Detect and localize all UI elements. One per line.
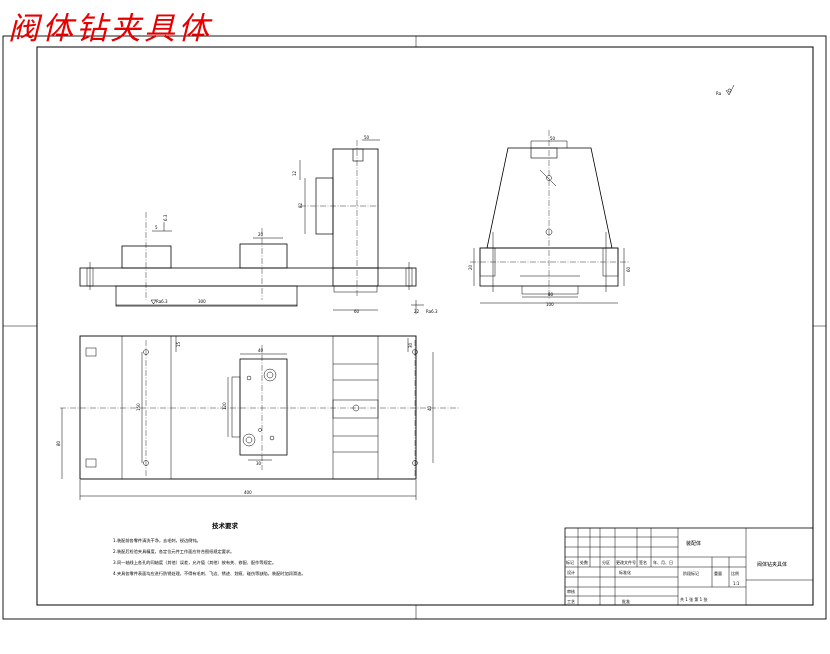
svg-text:Ra: Ra (716, 91, 722, 96)
svg-text:1:1: 1:1 (733, 581, 740, 586)
tech-req-title: 技术要求 (212, 521, 239, 530)
svg-text:Ra6.3: Ra6.3 (426, 309, 438, 314)
svg-text:60: 60 (354, 309, 360, 314)
svg-text:150: 150 (136, 403, 141, 411)
svg-text:300: 300 (198, 299, 206, 304)
svg-text:6.3: 6.3 (163, 214, 168, 221)
svg-text:共 1 张 第 1 张: 共 1 张 第 1 张 (680, 596, 707, 602)
svg-text:Ra6.3: Ra6.3 (156, 299, 168, 304)
svg-text:50: 50 (550, 136, 556, 141)
svg-text:20: 20 (468, 264, 473, 270)
product-name: 阀体钻夹具体 (757, 561, 787, 568)
svg-text:15: 15 (176, 341, 181, 347)
svg-text:40: 40 (427, 405, 432, 411)
title-block: 装配体 阀体钻夹具体 标记 处数 分区 更改文件号 签名 年、月、日 设计 标准… (564, 527, 814, 606)
svg-text:120: 120 (222, 402, 227, 410)
svg-text:400: 400 (244, 490, 252, 495)
svg-text:审核: 审核 (567, 588, 575, 594)
tech-req-item: 3.同一轴线上各孔的同轴度（其他）误差，允许值（其他）按有关、修配、配作等规定。 (113, 559, 276, 566)
roughness-symbol: Ra (716, 84, 735, 96)
svg-text:年、月、日: 年、月、日 (653, 559, 673, 565)
svg-text:重量: 重量 (714, 570, 722, 576)
svg-text:处数: 处数 (580, 559, 588, 565)
svg-text:20: 20 (258, 232, 264, 237)
tech-req-item: 1.装配前各零件清洗干净，去毛刺，锐边倒钝。 (113, 537, 201, 544)
tech-req-item: 4.夹具各零件表面均应进行防锈处理，不得有毛刺、飞边、锈迹、划痕、碰伤等缺陷，装… (113, 570, 305, 577)
svg-text:标记: 标记 (566, 559, 574, 565)
drawing-border (36, 46, 814, 606)
svg-text:40: 40 (258, 348, 264, 353)
svg-text:82: 82 (298, 202, 303, 208)
svg-text:设计: 设计 (567, 569, 575, 575)
svg-text:阶段标记: 阶段标记 (683, 570, 699, 576)
svg-text:30: 30 (256, 461, 262, 466)
svg-text:标准化: 标准化 (619, 569, 631, 575)
svg-text:22: 22 (414, 309, 420, 314)
svg-text:更改文件号: 更改文件号 (616, 559, 636, 565)
plan-view: 15 40 120 30 150 30 80 40 400 (56, 335, 460, 500)
tech-req-item: 2.装配后检验夹具精度，各定位元件工作面应符合图纸规定要求。 (113, 548, 234, 555)
svg-text:批准: 批准 (622, 598, 630, 604)
svg-text:50: 50 (364, 135, 370, 140)
technical-requirements: 技术要求 1.装配前各零件清洗干净，去毛刺，锐边倒钝。 2.装配后检验夹具精度，… (113, 521, 305, 577)
svg-text:签名: 签名 (639, 559, 647, 565)
svg-text:比例: 比例 (731, 570, 739, 576)
svg-text:工艺: 工艺 (567, 599, 575, 604)
front-view: 50 82 12 5 6.3 20 300 60 22 Ra6.3 Ra6.3 (79, 135, 438, 314)
svg-text:12: 12 (292, 170, 297, 176)
side-view: 50 20 80 60 100 (468, 130, 631, 307)
svg-text:5: 5 (155, 225, 158, 230)
svg-text:60: 60 (626, 266, 631, 272)
svg-text:30: 30 (408, 342, 413, 348)
svg-text:80: 80 (548, 292, 554, 297)
svg-text:100: 100 (546, 302, 554, 307)
svg-text:80: 80 (56, 440, 61, 446)
outer-frame (2, 35, 827, 620)
drawing-name: 装配体 (686, 540, 701, 547)
overlay-title: 阀体钻夹具体 (8, 11, 212, 47)
svg-text:分区: 分区 (602, 559, 610, 565)
